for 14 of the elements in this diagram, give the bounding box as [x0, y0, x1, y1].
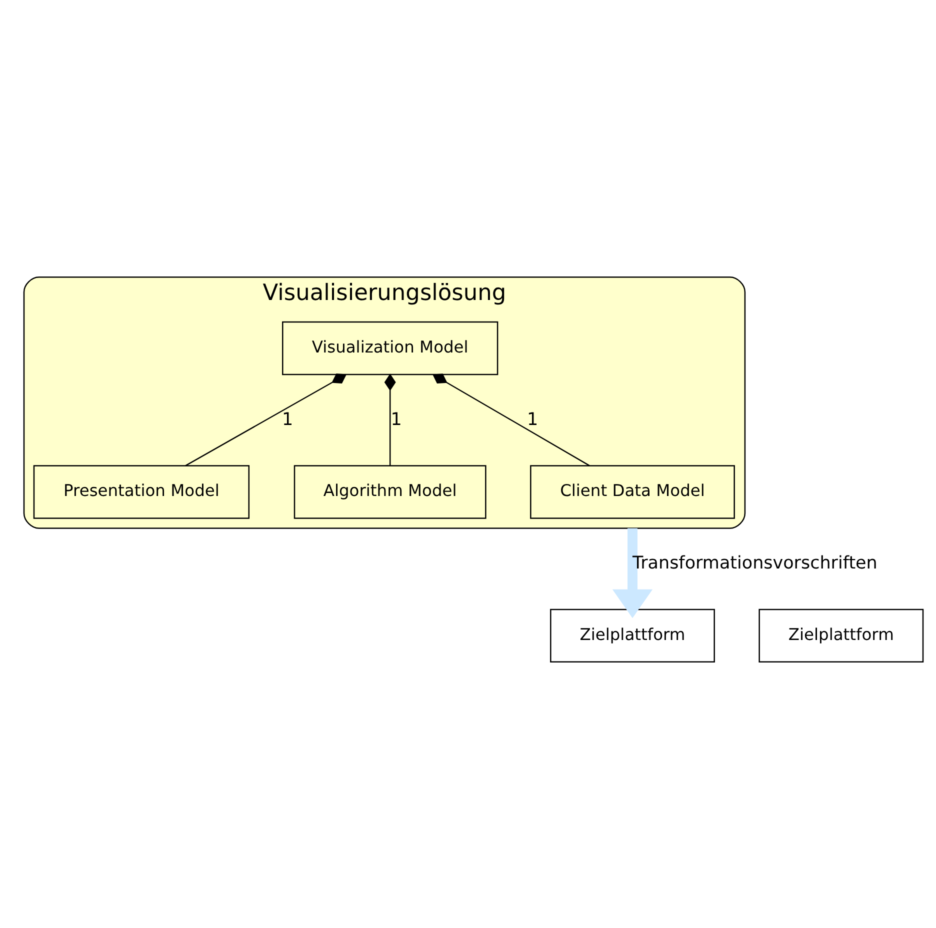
node-box: Zielplattform	[550, 608, 714, 662]
edge-label: 1	[282, 409, 293, 430]
edge-label: Transformationsvorschriften	[632, 552, 877, 573]
connector	[384, 373, 396, 466]
connector	[432, 373, 590, 466]
node-box: Client Data Model	[530, 464, 734, 518]
node-box: Visualization Model	[282, 320, 498, 375]
connector	[184, 373, 346, 466]
node-box: Algorithm Model	[293, 464, 486, 518]
node-box: Zielplattform	[758, 608, 924, 662]
edge-label: 1	[526, 409, 538, 430]
edge-label: 1	[390, 409, 402, 430]
node-box: Presentation Model	[32, 464, 250, 518]
arrow	[612, 528, 652, 618]
